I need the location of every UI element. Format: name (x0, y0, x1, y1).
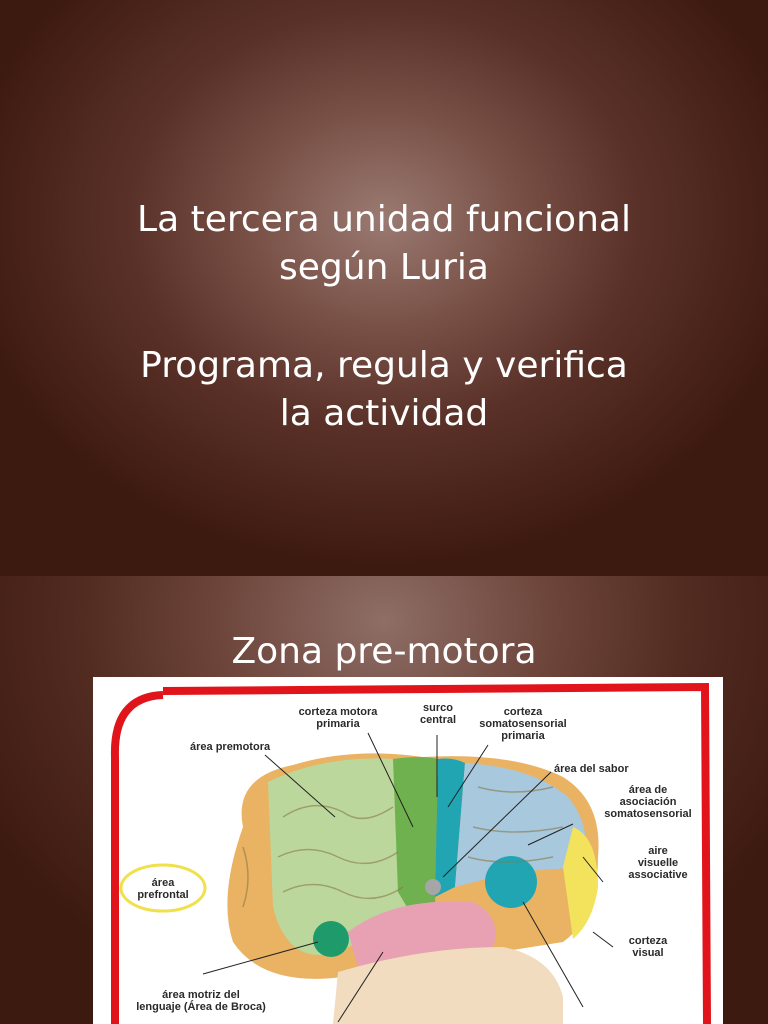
prefrontal-highlight (119, 863, 207, 913)
brain-occipital-region (563, 827, 598, 939)
title-line-1: La tercera unidad funcional (137, 199, 631, 240)
red-frame-left (110, 691, 164, 1024)
subtitle-line-2: la actividad (279, 393, 489, 434)
label-central-sulcus: surco central (419, 702, 457, 726)
label-visual-cortex: corteza visual (628, 935, 668, 959)
zone-title: Zona pre-motora (231, 631, 537, 672)
label-broca-area: área motriz del lenguaje (Área de Broca) (136, 989, 266, 1013)
brain-motor-strip (393, 757, 438, 917)
broca-area (313, 921, 349, 957)
leader-lines (202, 732, 614, 1023)
title-line-2: según Luria (279, 247, 489, 288)
label-taste-area: área del sabor (554, 763, 629, 775)
slide-subtitle: Programa, regula y verifica la actividad (0, 342, 768, 438)
slide-title: La tercera unidad funcional según Luria (0, 196, 768, 292)
label-motor-cortex: corteza motora primaria (298, 706, 378, 730)
label-visual-association: aire visuelle associative (628, 845, 688, 881)
subtitle-line-1: Programa, regula y verifica (140, 345, 628, 386)
visual-assoc-area (485, 856, 537, 908)
label-prefrontal-area: área prefrontal (137, 877, 189, 901)
red-frame-top (162, 682, 711, 1024)
slide-1: La tercera unidad funcional según Luria … (0, 0, 768, 576)
brain-parietal-region (455, 763, 586, 887)
slide-2: Zona pre-motora (0, 576, 768, 1024)
label-somatosensory-cortex: corteza somatosensorial primaria (479, 706, 567, 742)
taste-area (425, 879, 441, 895)
brain-lower-region (333, 947, 563, 1024)
gyri-lines (242, 786, 564, 908)
brain-diagram: corteza motora primaria surco central co… (93, 677, 723, 1024)
brain-illustration (110, 682, 711, 1024)
label-somatosensory-association: área de asociación somatosensorial (604, 784, 692, 820)
label-premotor-area: área premotora (190, 741, 271, 753)
